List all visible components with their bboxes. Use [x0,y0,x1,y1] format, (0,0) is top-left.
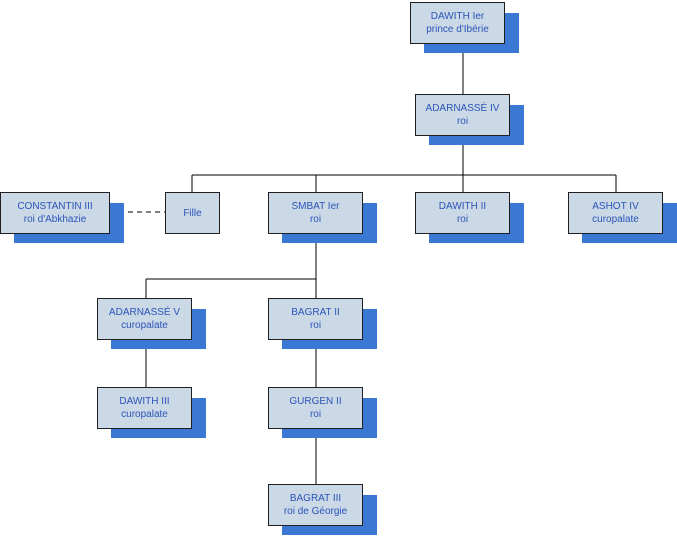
node-name: BAGRAT II [291,307,340,318]
node-bagrat-ii: BAGRAT II roi [268,298,377,349]
node-box: BAGRAT II roi [268,298,363,340]
node-dawith-ii: DAWITH II roi [415,192,524,243]
node-gurgen-ii: GURGEN II roi [268,387,377,438]
node-title: roi [309,214,322,225]
node-adarnase-iv: ADARNASSÉ IV roi [415,94,524,145]
node-title: roi [456,214,469,225]
node-name: ADARNASSÉ V [108,307,181,318]
node-name: DAWITH Ier [430,11,485,22]
node-smbat-i: SMBAT Ier roi [268,192,377,243]
node-name: DAWITH III [119,396,170,407]
node-title: roi [309,320,322,331]
node-ashot-iv: ASHOT IV curopalate [568,192,677,243]
node-box: SMBAT Ier roi [268,192,363,234]
node-box: DAWITH III curopalate [97,387,192,429]
node-constantin-iii: CONSTANTIN III roi d'Abkhazie [0,192,124,243]
node-bagrat-iii: BAGRAT III roi de Géorgie [268,484,377,535]
node-name: DAWITH II [438,201,487,212]
node-box: BAGRAT III roi de Géorgie [268,484,363,526]
node-box: DAWITH Ier prince d'Ibérie [410,2,505,44]
node-title: curopalate [121,409,168,420]
node-title: roi de Géorgie [283,506,348,517]
node-name: Fille [183,207,202,219]
node-box: ADARNASSÉ V curopalate [97,298,192,340]
node-name: CONSTANTIN III [17,201,93,212]
node-box: DAWITH II roi [415,192,510,234]
node-title: prince d'Ibérie [426,24,489,35]
node-name: BAGRAT III [289,493,342,504]
node-name: ADARNASSÉ IV [425,103,500,114]
node-name: GURGEN II [289,396,342,407]
node-dawith-iii: DAWITH III curopalate [97,387,206,438]
node-box: ADARNASSÉ IV roi [415,94,510,136]
node-adarnase-v: ADARNASSÉ V curopalate [97,298,206,349]
node-title: roi [456,116,469,127]
node-name: ASHOT IV [592,201,639,212]
node-box: Fille [165,192,220,234]
node-dawith-i: DAWITH Ier prince d'Ibérie [410,2,519,53]
node-name: SMBAT Ier [291,201,340,212]
node-fille: Fille [165,192,220,234]
node-title: curopalate [592,214,639,225]
node-box: CONSTANTIN III roi d'Abkhazie [0,192,110,234]
node-title: roi [309,409,322,420]
node-box: ASHOT IV curopalate [568,192,663,234]
node-box: GURGEN II roi [268,387,363,429]
node-title: roi d'Abkhazie [23,214,87,225]
node-title: curopalate [121,320,168,331]
